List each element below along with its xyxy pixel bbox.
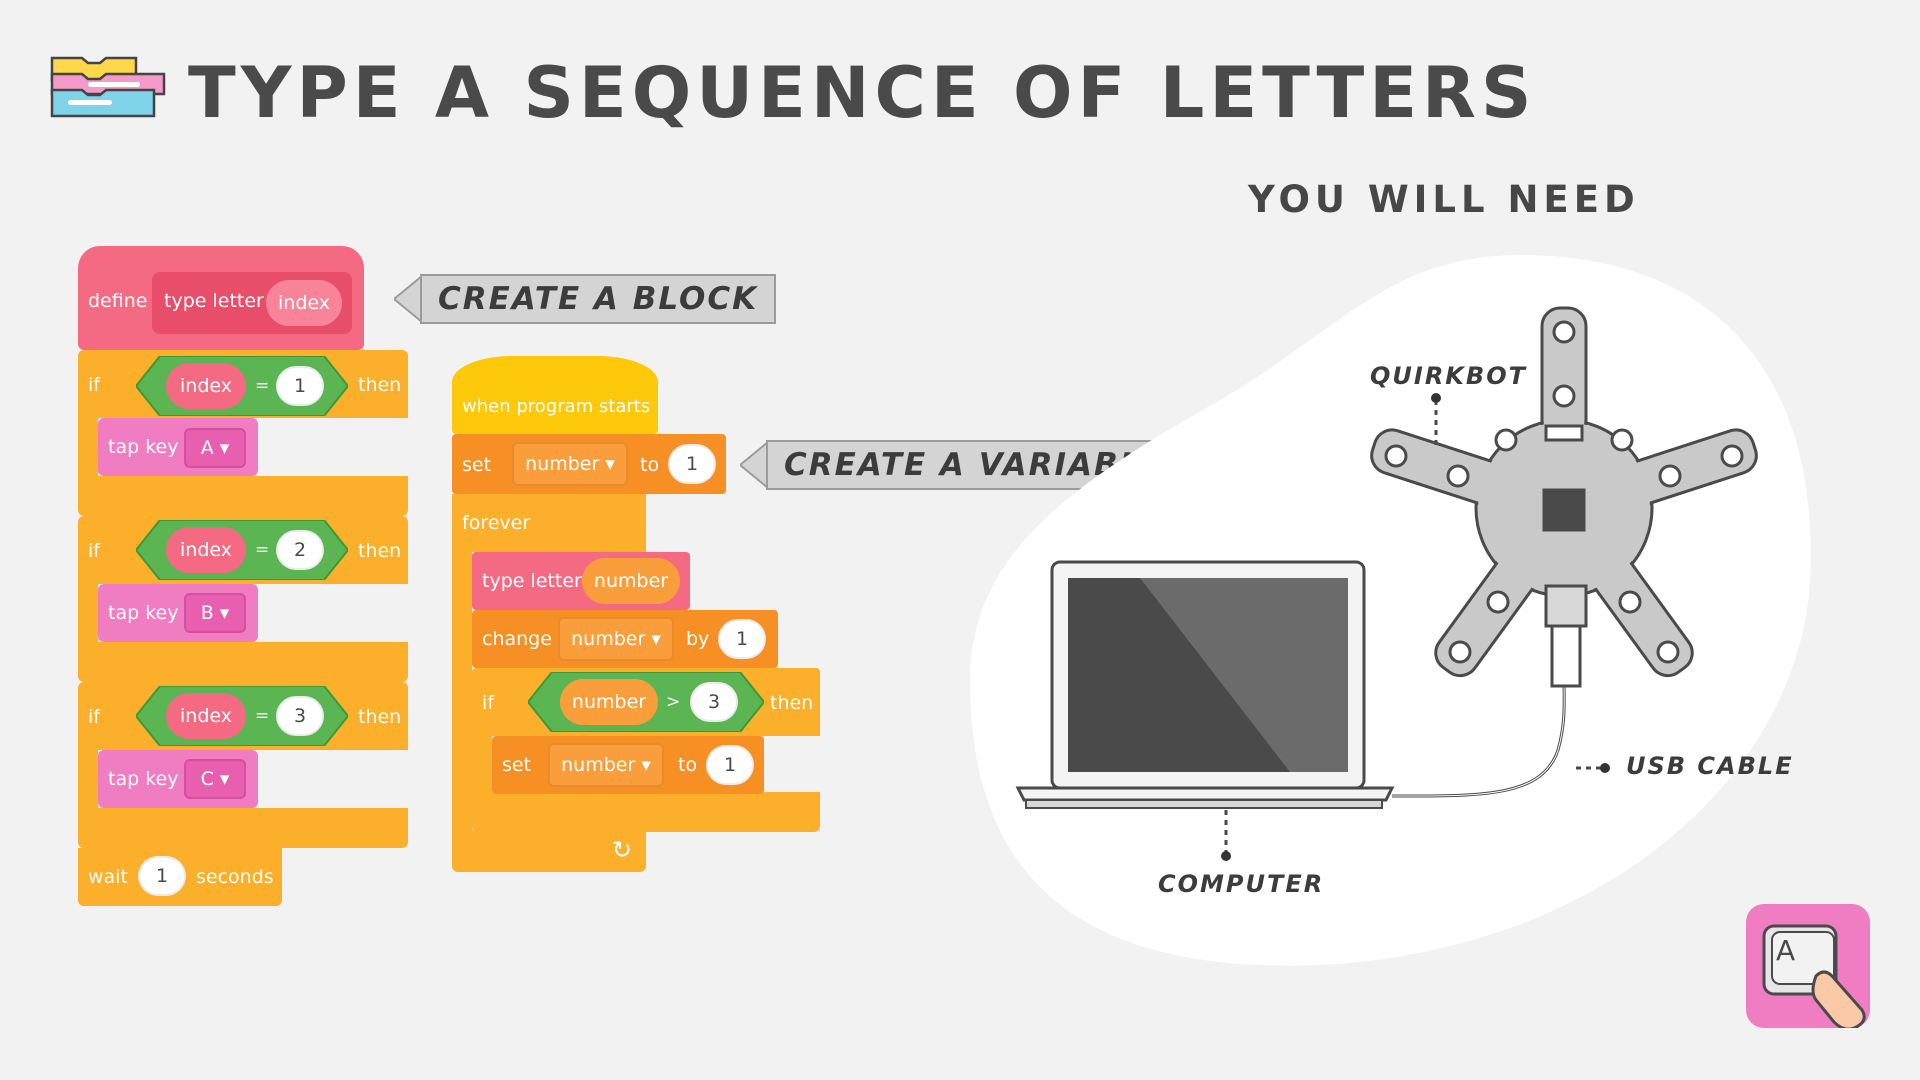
you-will-need-heading: YOU WILL NEED: [1248, 178, 1640, 221]
page-title: TYPE A SEQUENCE OF LETTERS: [188, 52, 1537, 134]
if-block-3-foot: [78, 808, 408, 848]
var-index-1[interactable]: index: [166, 363, 246, 409]
inner-if-label: if: [482, 692, 494, 714]
usb-cable-label: USB CABLE: [1626, 752, 1794, 780]
define-param-index[interactable]: index: [266, 280, 342, 326]
then-label-2: then: [358, 540, 402, 562]
set-label-2: set: [502, 754, 532, 776]
keyboard-tap-icon[interactable]: A: [1746, 904, 1870, 1028]
when-program-starts-hat[interactable]: [452, 356, 658, 434]
if-block-3-arm: [78, 750, 98, 810]
laptop-icon: [1015, 560, 1395, 809]
wait-label: wait: [88, 866, 128, 888]
inner-then-label: then: [770, 692, 814, 714]
forever-foot: [452, 830, 646, 872]
op-1: =: [255, 376, 270, 396]
key-dropdown-1[interactable]: A ▾: [184, 428, 246, 468]
change-var-dropdown[interactable]: number ▾: [558, 617, 674, 661]
change-label: change: [482, 628, 552, 650]
create-variable-callout: CREATE A VARIABLE: [740, 440, 1183, 490]
tap-key-label-3: tap key: [108, 768, 179, 790]
var-index-2[interactable]: index: [166, 527, 246, 573]
quirkbot-label: QUIRKBOT: [1370, 362, 1527, 390]
then-label-1: then: [358, 374, 402, 396]
create-block-callout: CREATE A BLOCK: [394, 274, 777, 324]
by-label: by: [686, 628, 710, 650]
define-label: define: [88, 290, 148, 312]
wait-value[interactable]: 1: [138, 856, 186, 896]
inner-if-op: >: [666, 692, 681, 712]
set-label-1: set: [462, 454, 492, 476]
inner-if-value[interactable]: 3: [690, 682, 738, 722]
then-label-3: then: [358, 706, 402, 728]
if-block-2-foot: [78, 642, 408, 682]
tap-key-label-2: tap key: [108, 602, 179, 624]
set-var-dropdown-2[interactable]: number ▾: [548, 743, 664, 787]
var-index-3[interactable]: index: [166, 693, 246, 739]
quirkbot-icon: [1370, 306, 1758, 688]
to-label-2: to: [678, 754, 698, 776]
forever-label: forever: [462, 512, 531, 534]
loop-arrow-icon: ↻: [612, 836, 633, 864]
change-value[interactable]: 1: [718, 619, 766, 659]
to-label-1: to: [640, 454, 660, 476]
set-value-1[interactable]: 1: [668, 444, 716, 484]
inner-if-arm: [472, 736, 492, 794]
computer-label: COMPUTER: [1158, 870, 1325, 898]
key-dropdown-3[interactable]: C ▾: [184, 759, 246, 799]
blocks-logo-icon: [50, 56, 166, 118]
callout-arrow-icon: [394, 276, 422, 322]
if-block-1-foot: [78, 476, 408, 516]
if-label-1: if: [88, 374, 100, 396]
set-value-2[interactable]: 1: [706, 745, 754, 785]
hardware-illustration: [970, 255, 1811, 966]
type-letter-arg[interactable]: number: [582, 558, 680, 604]
tap-key-label-1: tap key: [108, 436, 179, 458]
create-block-label: CREATE A BLOCK: [420, 274, 777, 324]
hat-label: when program starts: [462, 396, 651, 417]
svg-text:A: A: [1776, 934, 1795, 967]
define-block-name: type letter: [164, 290, 264, 312]
type-letter-label: type letter: [482, 570, 582, 592]
inner-if-foot: [472, 792, 820, 832]
if-block-1-arm: [78, 418, 98, 478]
if-label-2: if: [88, 540, 100, 562]
set-var-dropdown-1[interactable]: number ▾: [512, 442, 628, 486]
inner-if-var[interactable]: number: [560, 679, 658, 725]
value-1[interactable]: 1: [276, 366, 324, 406]
seconds-label: seconds: [196, 866, 274, 888]
value-3[interactable]: 3: [276, 696, 324, 736]
create-variable-label: CREATE A VARIABLE: [766, 440, 1183, 490]
callout-arrow-icon: [740, 442, 768, 488]
if-block-2-arm: [78, 584, 98, 644]
value-2[interactable]: 2: [276, 530, 324, 570]
key-dropdown-2[interactable]: B ▾: [184, 593, 246, 633]
forever-arm: [452, 552, 472, 834]
op-2: =: [255, 540, 270, 560]
if-label-3: if: [88, 706, 100, 728]
op-3: =: [255, 706, 270, 726]
forever-block[interactable]: [452, 494, 646, 552]
